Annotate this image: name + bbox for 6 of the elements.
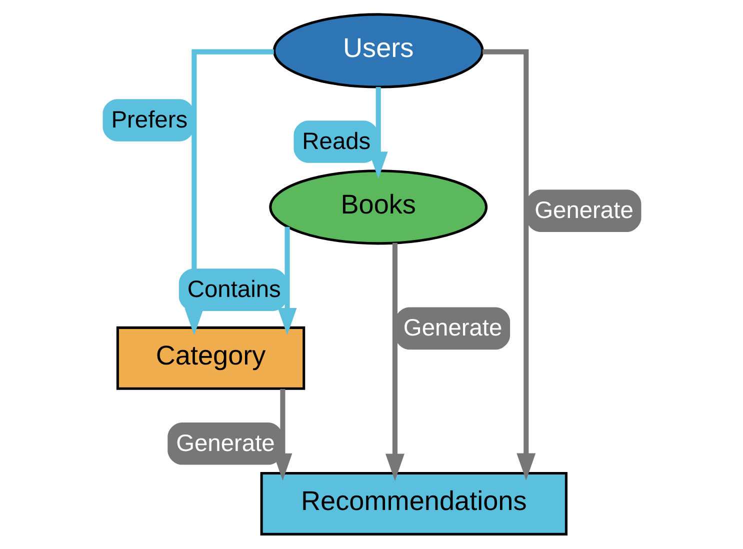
edge-label: Generate [534, 198, 633, 224]
edge-label: Prefers [110, 107, 188, 134]
edge-label: Generate [402, 316, 502, 342]
edge-label: Reads [302, 128, 370, 155]
edge-label: Generate [176, 430, 274, 457]
edge-label: Contains [186, 276, 280, 303]
